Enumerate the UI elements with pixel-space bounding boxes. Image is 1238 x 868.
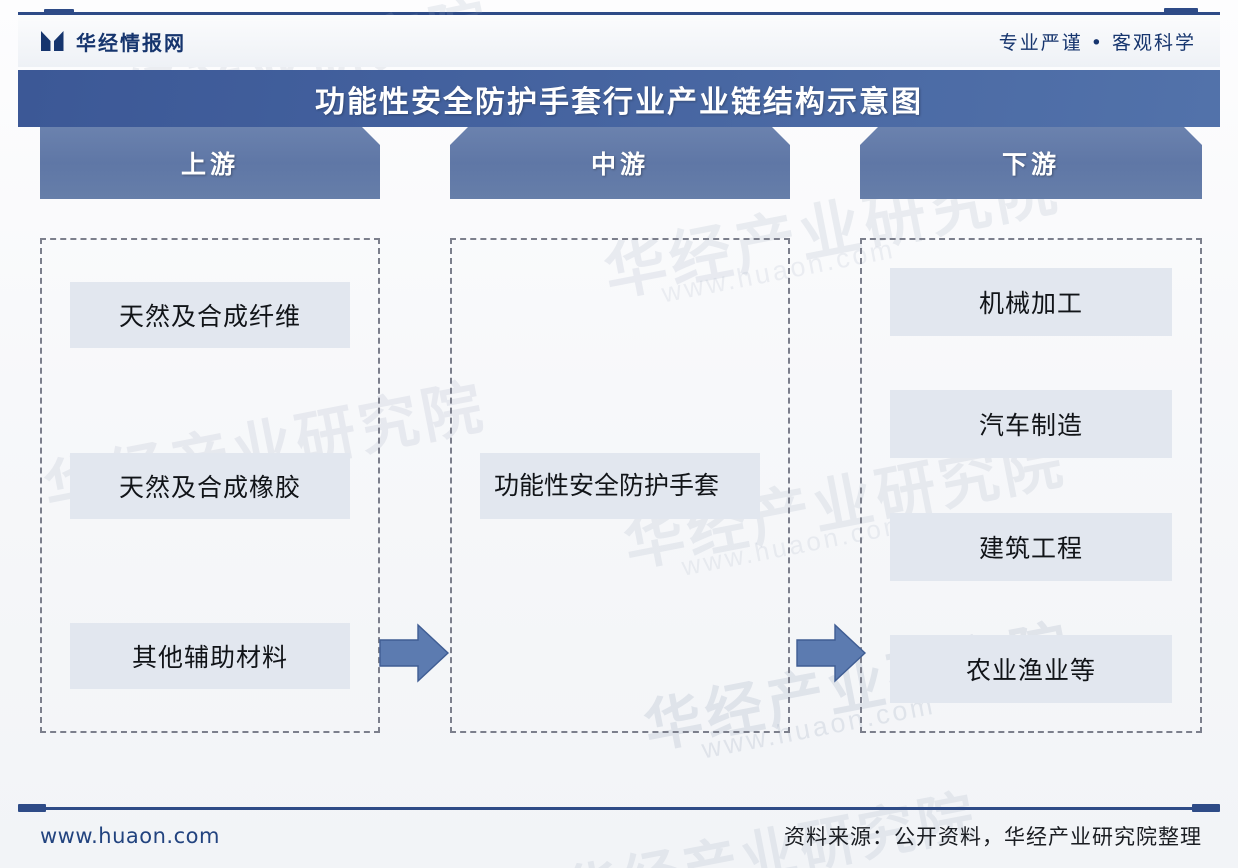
stage-label-downstream: 下游 [1001,150,1060,179]
list-item[interactable]: 建筑工程 [890,512,1172,581]
arrow-midstream-to-downstream-icon [795,622,867,684]
stage-label-midstream: 中游 [590,150,649,179]
stage-body-upstream: 天然及合成纤维 天然及合成橡胶 其他辅助材料 [40,238,380,733]
list-item[interactable]: 天然及合成纤维 [70,282,350,348]
list-item[interactable]: 农业渔业等 [890,634,1172,703]
title-bar: 功能性安全防护手套行业产业链结构示意图 [18,70,1220,127]
top-rule [18,8,1220,16]
list-item[interactable]: 其他辅助材料 [70,623,350,689]
header-tagline: 专业严谨 • 客观科学 [998,31,1196,54]
stage-header-midstream: 中游 [450,127,790,199]
footer-url[interactable]: www.huaon.com [40,824,220,848]
page-footer: www.huaon.com 资料来源：公开资料，华经产业研究院整理 [18,812,1220,860]
brand-name: 华经情报网 [76,30,186,55]
arrow-upstream-to-midstream-icon [378,622,450,684]
list-item[interactable]: 功能性安全防护手套 [480,452,760,519]
stage-column-upstream: 上游 天然及合成纤维 天然及合成橡胶 其他辅助材料 [40,127,380,733]
list-item[interactable]: 天然及合成橡胶 [70,452,350,519]
list-item[interactable]: 机械加工 [890,268,1172,336]
page-title: 功能性安全防护手套行业产业链结构示意图 [315,84,923,120]
chain-board: 上游 天然及合成纤维 天然及合成橡胶 其他辅助材料 中游 功能性安全防护手套 下… [0,127,1238,797]
top-rule-cap-left [44,9,74,16]
footer-rule [18,804,1220,812]
stage-body-midstream: 功能性安全防护手套 [450,238,790,733]
stage-label-upstream: 上游 [180,150,239,179]
stage-column-downstream: 下游 机械加工 汽车制造 建筑工程 农业渔业等 [860,127,1202,733]
list-item[interactable]: 汽车制造 [890,390,1172,459]
stage-header-upstream: 上游 [40,127,380,199]
page-header: 华经情报网 专业严谨 • 客观科学 [18,15,1220,67]
footer-source: 资料来源：公开资料，华经产业研究院整理 [784,825,1202,849]
brand[interactable]: 华经情报网 [40,27,186,56]
top-rule-cap-right [1164,8,1198,16]
stage-body-downstream: 机械加工 汽车制造 建筑工程 农业渔业等 [860,238,1202,733]
stage-header-downstream: 下游 [860,127,1202,199]
stage-column-midstream: 中游 功能性安全防护手套 [450,127,790,733]
huajing-logo-icon [41,31,64,51]
footer-rule-cap-right [1192,804,1220,812]
footer-rule-cap-left [18,804,46,812]
